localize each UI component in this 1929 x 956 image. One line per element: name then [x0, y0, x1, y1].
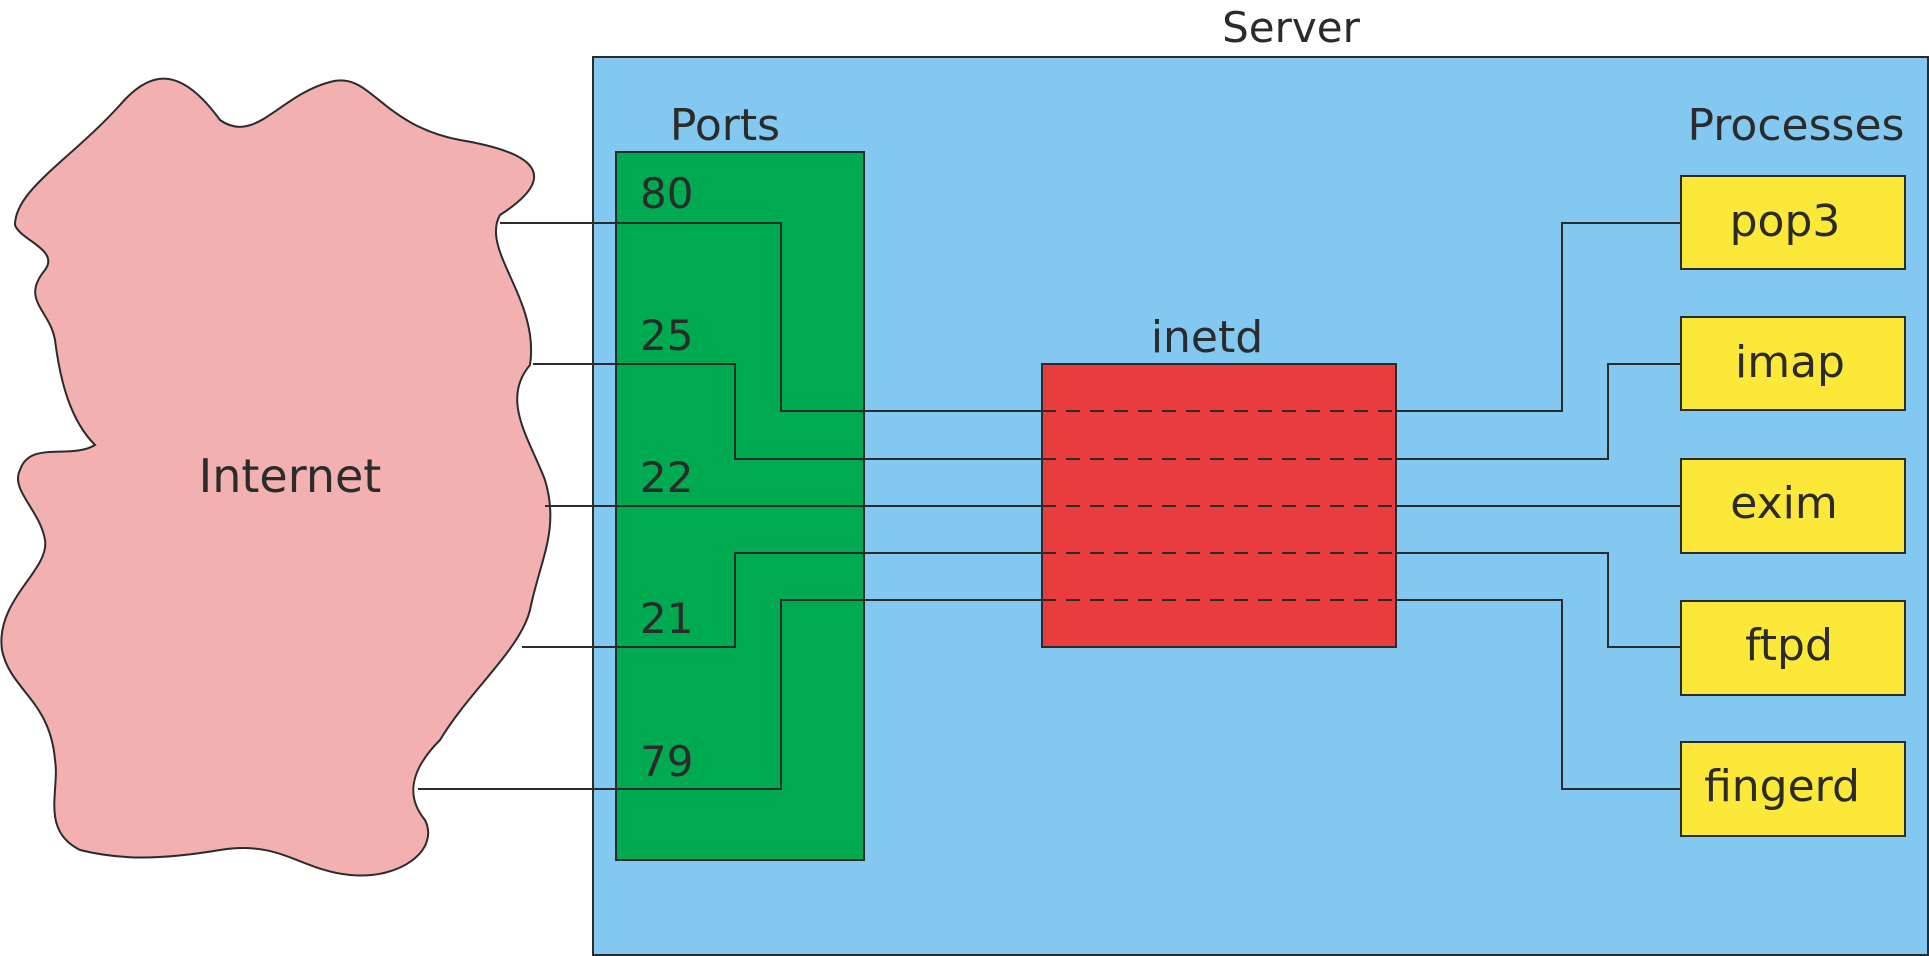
connection-lines [418, 222, 1681, 790]
process-box-ftpd [1680, 600, 1906, 696]
connection-80-pop3-out [1396, 222, 1681, 412]
connection-25-imap-out [1396, 363, 1681, 460]
port-label-25: 25 [640, 311, 693, 360]
connection-80-pop3 [500, 222, 1042, 412]
connection-21-ftpd [522, 552, 1042, 648]
process-label-imap: imap [1735, 337, 1845, 388]
port-label-80: 80 [640, 169, 693, 218]
inetd-label: inetd [1151, 312, 1263, 363]
port-label-22: 22 [640, 453, 693, 502]
ports-heading: Ports [670, 100, 780, 151]
port-label-79: 79 [640, 737, 693, 786]
internet-cloud [0, 77, 552, 877]
process-box-exim [1680, 458, 1906, 554]
connection-25-imap [533, 363, 1042, 460]
port-label-21: 21 [640, 594, 693, 643]
inetd-dashed-lines [1042, 410, 1396, 601]
process-label-fingerd: fingerd [1704, 761, 1860, 812]
processes-heading: Processes [1688, 100, 1905, 151]
internet-label: Internet [199, 449, 382, 503]
server-title: Server [1222, 3, 1360, 52]
connection-79-fingerd [418, 599, 1042, 790]
process-label-exim: exim [1730, 478, 1837, 529]
process-label-pop3: pop3 [1730, 196, 1841, 247]
process-label-ftpd: ftpd [1745, 620, 1833, 671]
connection-21-ftpd-out [1396, 552, 1681, 648]
process-box-imap [1680, 316, 1906, 411]
connection-79-fingerd-out [1396, 599, 1681, 790]
process-box-pop3 [1680, 175, 1906, 270]
